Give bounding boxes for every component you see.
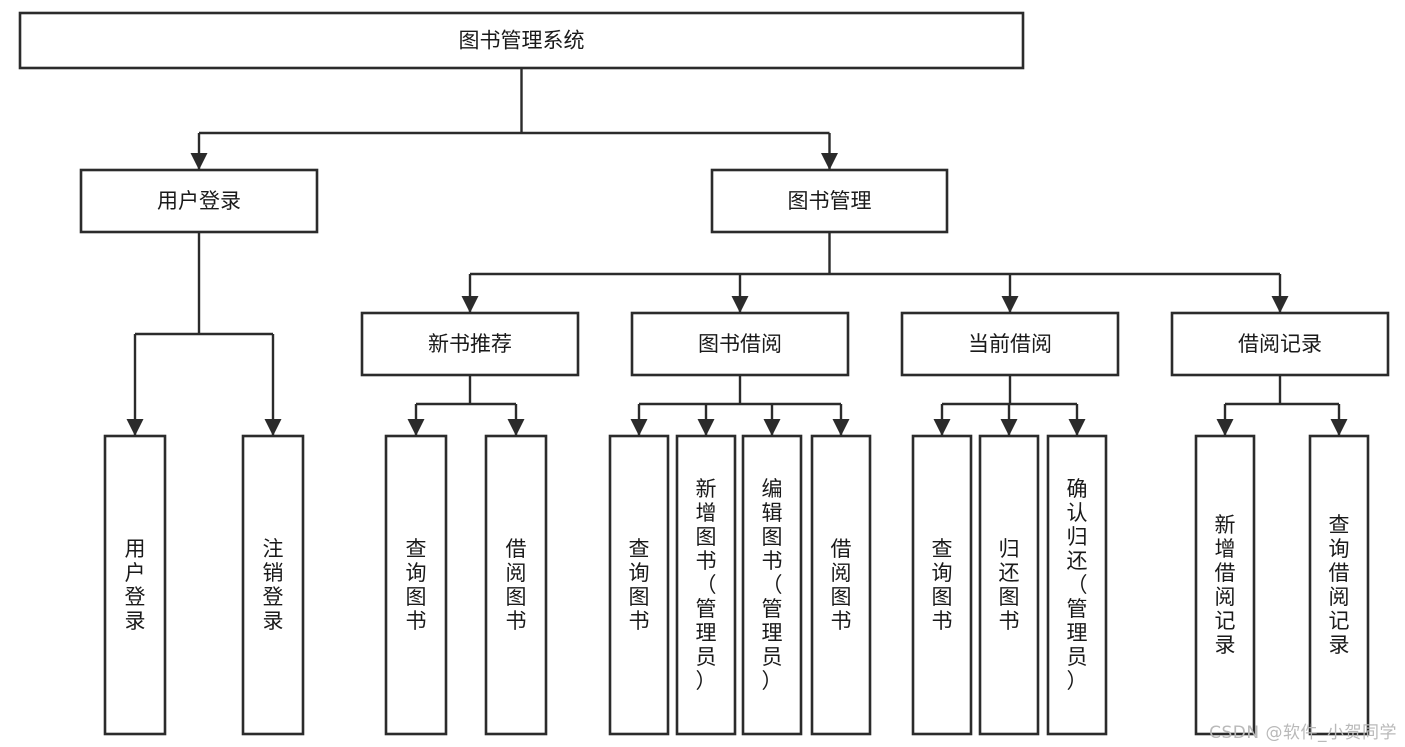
node-box-leaf-user-login[interactable] <box>103 434 167 736</box>
node-label-book-manage: 图书管理 <box>788 189 872 213</box>
node-label-leaf-add-record: 新增借阅记录 <box>1215 513 1236 657</box>
node-box-book-borrow[interactable] <box>630 311 850 377</box>
node-new-book-recommend[interactable]: 新书推荐 <box>360 311 580 377</box>
node-box-leaf-edit-book[interactable] <box>741 434 803 736</box>
node-label-root: 图书管理系统 <box>459 29 585 53</box>
arrow-down-icon-leaf-query-book-cur <box>933 419 951 436</box>
node-label-user-login: 用户登录 <box>157 189 241 213</box>
node-box-leaf-borrow-book-bor[interactable] <box>810 434 872 736</box>
arrow-down-icon-user-login <box>190 153 208 170</box>
node-user-login[interactable]: 用户登录 <box>79 168 319 234</box>
arrow-down-icon-leaf-query-book-rec <box>407 419 425 436</box>
node-box-book-manage[interactable] <box>710 168 949 234</box>
node-label-leaf-edit-book: 编辑图书（管理员） <box>762 477 783 693</box>
arrow-down-icon-book-manage <box>821 153 838 170</box>
node-root[interactable]: 图书管理系统 <box>18 11 1025 70</box>
node-book-borrow[interactable]: 图书借阅 <box>630 311 850 377</box>
node-leaf-logout[interactable]: 注销登录 <box>241 434 305 736</box>
arrow-down-icon-new-book-recommend <box>461 296 479 313</box>
node-box-leaf-confirm-return[interactable] <box>1046 434 1108 736</box>
node-box-leaf-add-book[interactable] <box>675 434 737 736</box>
arrow-down-icon-leaf-query-book-bor <box>630 419 648 436</box>
edges-layer <box>126 68 1348 436</box>
node-label-book-borrow: 图书借阅 <box>698 332 782 356</box>
node-box-current-borrow[interactable] <box>900 311 1120 377</box>
node-box-leaf-return-book[interactable] <box>978 434 1040 736</box>
node-box-new-book-recommend[interactable] <box>360 311 580 377</box>
node-leaf-confirm-return[interactable]: 确认归还（管理员） <box>1046 434 1108 736</box>
node-box-leaf-query-book-rec[interactable] <box>384 434 448 736</box>
node-leaf-user-login[interactable]: 用户登录 <box>103 434 167 736</box>
node-leaf-add-book[interactable]: 新增图书（管理员） <box>675 434 737 736</box>
node-box-user-login[interactable] <box>79 168 319 234</box>
node-box-borrow-record[interactable] <box>1170 311 1390 377</box>
arrow-down-icon-borrow-record <box>1271 296 1289 313</box>
node-leaf-query-book-rec[interactable]: 查询图书 <box>384 434 448 736</box>
node-borrow-record[interactable]: 借阅记录 <box>1170 311 1390 377</box>
node-label-leaf-query-record: 查询借阅记录 <box>1329 513 1350 657</box>
node-box-root[interactable] <box>18 11 1025 70</box>
node-leaf-edit-book[interactable]: 编辑图书（管理员） <box>741 434 803 736</box>
node-label-leaf-logout: 注销登录 <box>263 537 284 633</box>
nodes-layer: 图书管理系统用户登录图书管理新书推荐图书借阅当前借阅借阅记录用户登录注销登录查询… <box>18 11 1390 736</box>
node-leaf-add-record[interactable]: 新增借阅记录 <box>1194 434 1256 736</box>
arrow-down-icon-book-borrow <box>731 296 749 313</box>
node-box-leaf-logout[interactable] <box>241 434 305 736</box>
node-label-leaf-borrow-book-rec: 借阅图书 <box>506 537 527 633</box>
node-label-leaf-query-book-bor: 查询图书 <box>629 537 650 633</box>
node-box-leaf-query-record[interactable] <box>1308 434 1370 736</box>
node-box-leaf-query-book-cur[interactable] <box>911 434 973 736</box>
arrow-down-icon-leaf-return-book <box>1000 419 1018 436</box>
arrow-down-icon-leaf-add-book <box>697 419 715 436</box>
node-leaf-borrow-book-bor[interactable]: 借阅图书 <box>810 434 872 736</box>
node-leaf-query-book-bor[interactable]: 查询图书 <box>608 434 670 736</box>
node-label-new-book-recommend: 新书推荐 <box>428 332 512 356</box>
node-current-borrow[interactable]: 当前借阅 <box>900 311 1120 377</box>
arrow-down-icon-leaf-confirm-return <box>1068 419 1086 436</box>
arrow-down-icon-leaf-user-login <box>126 419 144 436</box>
node-label-leaf-user-login: 用户登录 <box>125 537 146 633</box>
arrow-down-icon-leaf-borrow-book-bor <box>832 419 850 436</box>
arrow-down-icon-leaf-query-record <box>1330 419 1348 436</box>
arrow-down-icon-leaf-add-record <box>1216 419 1234 436</box>
arrow-down-icon-leaf-borrow-book-rec <box>507 419 525 436</box>
node-leaf-query-record[interactable]: 查询借阅记录 <box>1308 434 1370 736</box>
node-label-borrow-record: 借阅记录 <box>1238 332 1322 356</box>
node-label-current-borrow: 当前借阅 <box>968 332 1052 356</box>
node-leaf-return-book[interactable]: 归还图书 <box>978 434 1040 736</box>
arrow-down-icon-leaf-edit-book <box>763 419 781 436</box>
node-leaf-query-book-cur[interactable]: 查询图书 <box>911 434 973 736</box>
arrow-down-icon-leaf-logout <box>264 419 282 436</box>
node-box-leaf-query-book-bor[interactable] <box>608 434 670 736</box>
node-box-leaf-borrow-book-rec[interactable] <box>484 434 548 736</box>
arrow-down-icon-current-borrow <box>1001 296 1019 313</box>
node-book-manage[interactable]: 图书管理 <box>710 168 949 234</box>
node-label-leaf-confirm-return: 确认归还（管理员） <box>1067 477 1088 693</box>
node-label-leaf-add-book: 新增图书（管理员） <box>696 477 717 693</box>
node-label-leaf-return-book: 归还图书 <box>999 537 1020 633</box>
node-box-leaf-add-record[interactable] <box>1194 434 1256 736</box>
node-label-leaf-query-book-rec: 查询图书 <box>406 537 427 633</box>
node-label-leaf-query-book-cur: 查询图书 <box>932 537 953 633</box>
node-leaf-borrow-book-rec[interactable]: 借阅图书 <box>484 434 548 736</box>
node-label-leaf-borrow-book-bor: 借阅图书 <box>831 537 852 633</box>
